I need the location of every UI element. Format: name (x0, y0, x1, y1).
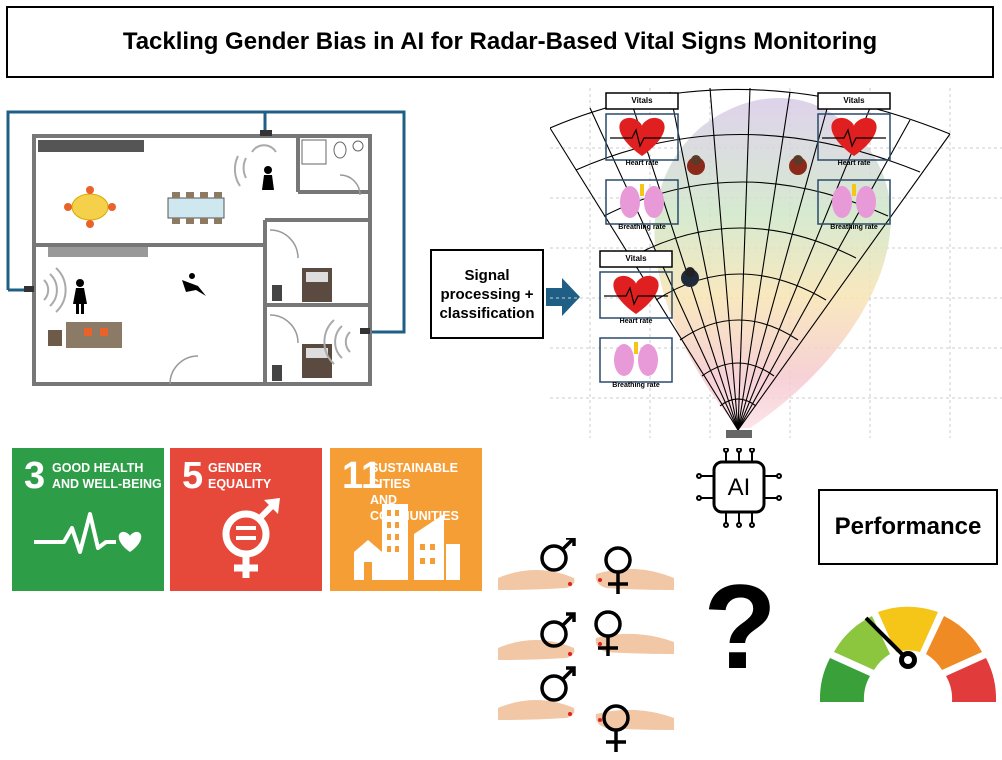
sdg-3-tile: 3 GOOD HEALTH AND WELL-BEING (12, 448, 164, 591)
signal-processing-box: Signal processing + classification (430, 249, 544, 339)
vitals-panel-2 (817, 92, 891, 225)
floor-plan (6, 110, 406, 386)
vitals-panel-1 (605, 92, 679, 225)
ai-label: AI (727, 474, 751, 501)
ai-chip-icon (696, 448, 782, 528)
page-title: Tackling Gender Bias in AI for Radar-Bas… (6, 6, 994, 78)
breathing-rate-label-3: Breathing rate (612, 382, 660, 389)
heartbeat-icon (34, 512, 142, 554)
vitals-header-3: Vitals (625, 254, 647, 263)
vitals-header-1: Vitals (631, 96, 653, 105)
question-mark: ? (703, 560, 777, 694)
sdg-3-number: 3 (24, 455, 46, 497)
sdg-5-label: GENDER EQUALITY (208, 461, 272, 491)
breathing-rate-label-1: Breathing rate (618, 224, 666, 231)
arrow-right-icon (546, 278, 580, 316)
sdg-11-tile: 11 SUSTAINABLE CITIES AND COMMUNITIES (330, 448, 482, 591)
sdg-11-number: 11 (342, 455, 383, 497)
city-icon (354, 504, 460, 580)
sdg-5-tile: 5 GENDER EQUALITY (170, 448, 322, 591)
gender-balance-hands (498, 538, 674, 752)
vitals-panel-3 (599, 250, 673, 383)
breathing-rate-label-2: Breathing rate (830, 224, 878, 231)
performance-label: Performance (818, 489, 998, 565)
gender-equality-icon (222, 498, 280, 578)
heart-rate-label-3: Heart rate (619, 318, 653, 325)
sdg-3-label: GOOD HEALTH AND WELL-BEING (52, 461, 162, 491)
performance-gauge (819, 606, 997, 702)
heart-rate-label-1: Heart rate (625, 160, 659, 167)
vitals-header-2: Vitals (843, 96, 865, 105)
sdg-5-number: 5 (182, 455, 204, 497)
heart-rate-label-2: Heart rate (837, 160, 871, 167)
